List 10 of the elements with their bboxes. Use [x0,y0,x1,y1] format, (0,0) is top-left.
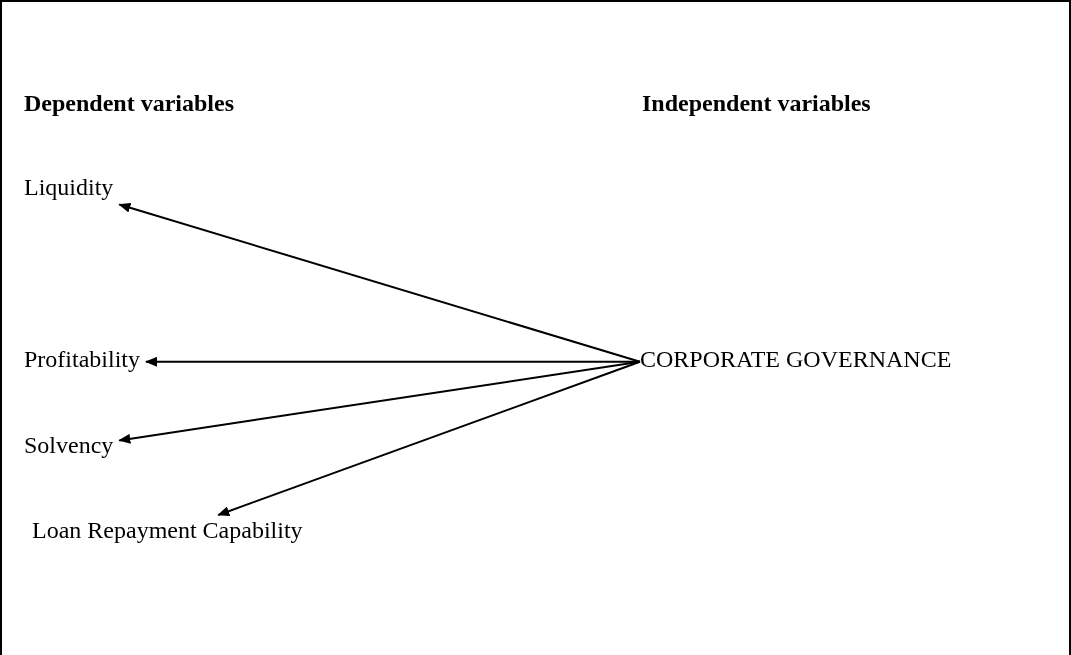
arrow [118,202,641,363]
arrow [217,360,641,516]
variable-label: CORPORATE GOVERNANCE [640,346,952,374]
column-heading: Dependent variables [24,90,234,117]
column-heading: Independent variables [642,90,871,117]
variable-label: Loan Repayment Capability [32,517,303,545]
arrow [118,360,641,444]
variable-label: Profitability [24,346,140,374]
variable-label: Solvency [24,432,114,460]
variable-label: Liquidity [24,174,114,202]
